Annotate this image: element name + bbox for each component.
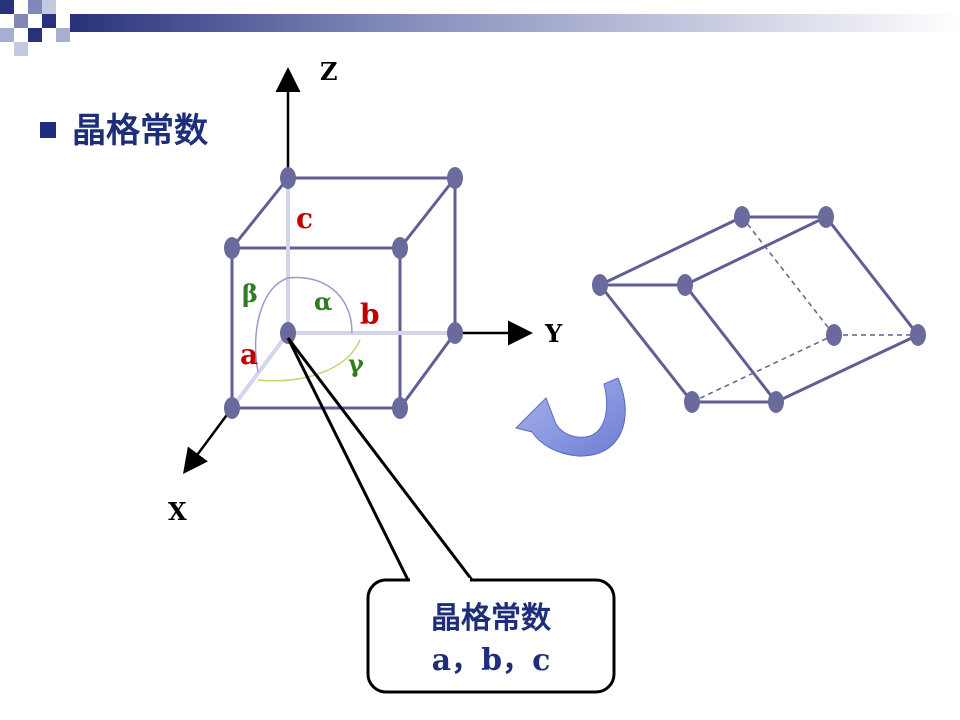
gamma-arc bbox=[257, 339, 361, 382]
lattice-vectors bbox=[230, 178, 455, 410]
node bbox=[392, 237, 408, 259]
angle-label-beta: β bbox=[242, 279, 258, 308]
x-axis-label: X bbox=[168, 497, 187, 526]
oblique-cell bbox=[592, 206, 926, 413]
edge-label-b: b bbox=[360, 298, 380, 331]
node bbox=[447, 322, 463, 344]
oblique-nodes bbox=[592, 206, 926, 413]
y-axis-label: Y bbox=[544, 319, 563, 348]
unit-cell: Z Y X c b a α β γ bbox=[168, 57, 563, 581]
node bbox=[392, 397, 408, 419]
callout-title: 晶格常数 bbox=[431, 601, 552, 636]
node bbox=[734, 206, 750, 228]
node bbox=[592, 274, 608, 296]
beta-arc bbox=[254, 277, 289, 373]
node bbox=[280, 167, 296, 189]
bullet-title: 晶格常数 bbox=[72, 111, 208, 151]
bullet-square bbox=[40, 122, 56, 138]
node bbox=[447, 167, 463, 189]
callout-params: a，b，c bbox=[432, 643, 551, 678]
top-banner bbox=[0, 0, 960, 56]
node bbox=[768, 391, 784, 413]
callout-pointer bbox=[286, 337, 474, 581]
cube-edges bbox=[230, 176, 457, 410]
node bbox=[826, 324, 842, 346]
angle-label-gamma: γ bbox=[348, 349, 364, 378]
cube-nodes bbox=[224, 167, 463, 419]
oblique-hidden-edges bbox=[691, 216, 918, 403]
oblique-edges bbox=[598, 215, 920, 404]
coordinate-axes bbox=[183, 67, 533, 475]
node bbox=[224, 397, 240, 419]
node bbox=[224, 237, 240, 259]
edge-label-c: c bbox=[296, 202, 313, 235]
alpha-arc bbox=[287, 276, 353, 334]
rotate-arrow-icon bbox=[515, 377, 626, 457]
node bbox=[677, 274, 693, 296]
edge-label-a: a bbox=[240, 338, 258, 371]
angle-label-alpha: α bbox=[314, 287, 332, 316]
node bbox=[280, 322, 296, 344]
x-axis bbox=[183, 407, 234, 475]
node bbox=[818, 206, 834, 228]
node bbox=[910, 324, 926, 346]
callout-box: 晶格常数 a，b，c bbox=[366, 578, 616, 694]
z-axis-label: Z bbox=[320, 57, 338, 86]
node bbox=[684, 391, 700, 413]
